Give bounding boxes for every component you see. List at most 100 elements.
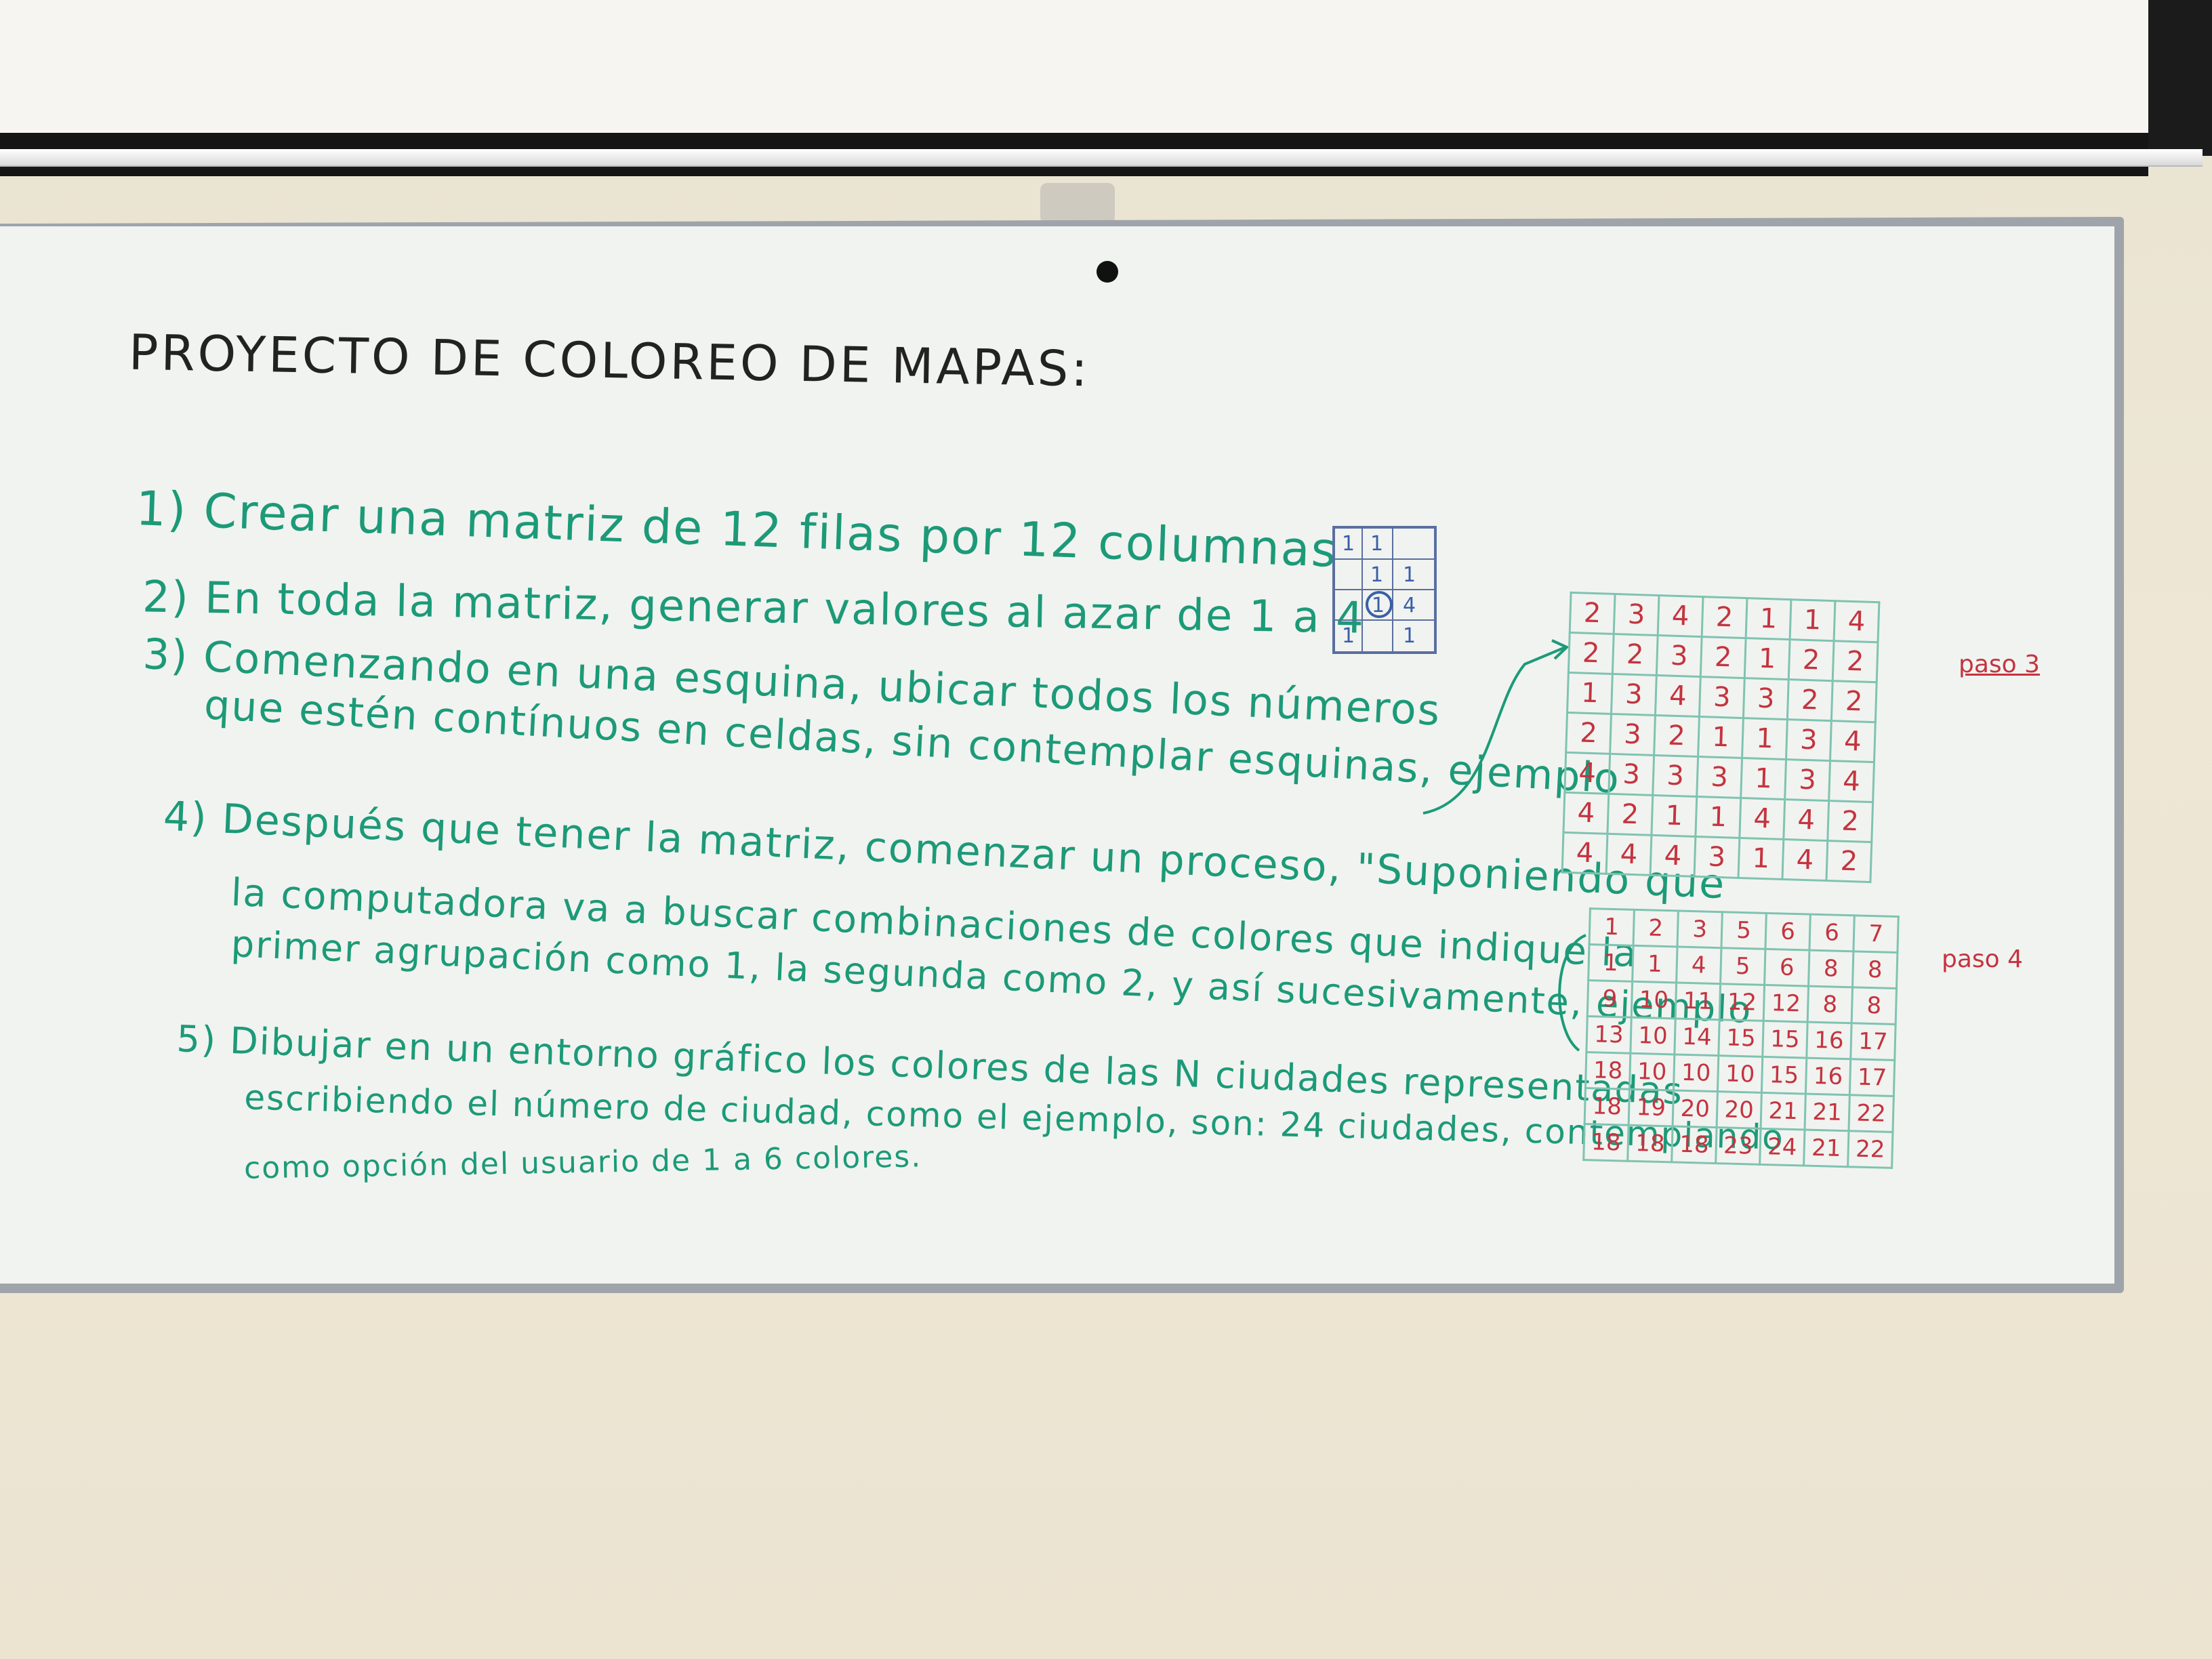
grid-cell: 2 — [1633, 909, 1679, 947]
grid-cell: 4 — [1830, 720, 1876, 762]
grid-cell: 2 — [1702, 596, 1747, 638]
grid-cell: 21 — [1804, 1094, 1850, 1131]
grid-cell: 14 — [1674, 1018, 1720, 1056]
grid-cell: 4 — [1783, 799, 1829, 841]
grid-cell: 3 — [1608, 754, 1654, 796]
grid-cell: 3 — [1611, 674, 1657, 716]
grid-cell: 2 — [1565, 712, 1612, 754]
grid-cell: 15 — [1762, 1021, 1808, 1059]
grid-cell: 3 — [1696, 756, 1742, 798]
grid-cell: 18 — [1583, 1124, 1629, 1162]
grid-cell: 4 — [1658, 595, 1704, 637]
projector-screen-housing — [0, 149, 2203, 167]
grid-cell: 8 — [1852, 951, 1898, 989]
grid-cell: 1 — [1744, 638, 1790, 680]
grid-cell: 8 — [1808, 950, 1853, 987]
grid-cell: 18 — [1627, 1125, 1673, 1162]
screen-pull-handle — [1040, 183, 1115, 224]
grid-cell: 2 — [1612, 634, 1658, 676]
sketch-value: 1 — [1370, 563, 1383, 587]
grid-cell: 10 — [1630, 1017, 1676, 1054]
grid-cell: 18 — [1671, 1126, 1717, 1164]
grid-cell: 3 — [1786, 719, 1832, 761]
grid-cell: 1 — [1632, 945, 1678, 983]
grid-cell: 17 — [1850, 1023, 1896, 1061]
grid-cell: 2 — [1787, 679, 1833, 721]
grid-cell: 3 — [1677, 911, 1723, 948]
grid-cell: 1 — [1740, 758, 1786, 800]
grid-cell: 7 — [1853, 915, 1899, 953]
grid-cell: 1 — [1567, 672, 1613, 714]
grid-cell: 2 — [1568, 632, 1614, 674]
grid-cell: 3 — [1699, 676, 1745, 718]
grid-cell: 6 — [1764, 949, 1809, 987]
grid-cell: 15 — [1718, 1019, 1764, 1057]
grid-cell: 1 — [1790, 599, 1835, 641]
grid-cell: 4 — [1676, 946, 1721, 984]
grid-cell: 21 — [1761, 1092, 1806, 1130]
arrow-to-paso3 — [1422, 639, 1570, 815]
bracket-to-paso4 — [1558, 934, 1586, 1052]
grid-cell: 11 — [1675, 982, 1721, 1020]
paso4-label: paso 4 — [1942, 945, 2024, 973]
sketch-value: 1 — [1342, 624, 1355, 648]
grid-cell: 18 — [1585, 1052, 1631, 1090]
grid-cell: 1 — [1588, 944, 1634, 982]
grid-cell: 2 — [1654, 715, 1700, 757]
grid-cell: 20 — [1717, 1091, 1762, 1129]
grid-cell: 1 — [1589, 908, 1635, 946]
grid-cell: 3 — [1610, 714, 1656, 756]
projector-screen-side — [2148, 0, 2212, 156]
grid-cell: 4 — [1782, 839, 1828, 881]
grid-cell: 5 — [1720, 947, 1765, 985]
grid-cell: 4 — [1562, 832, 1607, 874]
grid-cell: 2 — [1831, 680, 1877, 722]
grid-cell: 16 — [1805, 1058, 1851, 1095]
grid-cell: 4 — [1564, 752, 1610, 794]
grid-cell: 4 — [1828, 760, 1875, 802]
grid-cell: 10 — [1717, 1055, 1763, 1093]
magnet — [1097, 261, 1118, 283]
grid-cell: 17 — [1849, 1059, 1895, 1097]
grid-cell: 1 — [1651, 795, 1697, 837]
sketch-value: 1 — [1403, 563, 1416, 587]
grid-cell: 4 — [1739, 798, 1785, 840]
grid-cell: 4 — [1655, 675, 1701, 717]
grid-cell: 1 — [1695, 796, 1741, 838]
small-grid-sketch: 1 1 1 1 1 4 1 1 — [1332, 526, 1437, 654]
grid-cell: 3 — [1652, 755, 1698, 797]
grid-cell: 2 — [1827, 800, 1873, 842]
grid-cell: 10 — [1631, 981, 1677, 1019]
grid-cell: 3 — [1743, 678, 1789, 720]
grid-cell: 2 — [1700, 636, 1746, 678]
grid-cell: 18 — [1584, 1088, 1630, 1126]
grid-cell: 6 — [1765, 913, 1811, 951]
grid-cell: 20 — [1673, 1090, 1718, 1128]
grid-cell: 2 — [1788, 639, 1835, 681]
sketch-value: 4 — [1403, 594, 1416, 617]
grid-cell: 2 — [1832, 640, 1879, 682]
sketch-value: 1 — [1403, 624, 1416, 648]
grid-cell: 1 — [1742, 718, 1788, 760]
grid-cell: 2 — [1570, 592, 1616, 634]
grid-cell: 16 — [1806, 1022, 1852, 1059]
grid-cell: 2 — [1607, 794, 1653, 836]
grid-cell: 3 — [1694, 836, 1740, 878]
paso3-label: paso 3 — [1959, 651, 2041, 678]
grid-cell: 8 — [1851, 987, 1897, 1025]
grid-cell: 3 — [1784, 759, 1830, 801]
grid-cell: 4 — [1563, 792, 1609, 834]
grid-cell: 24 — [1759, 1128, 1805, 1166]
grid-cell: 4 — [1650, 835, 1696, 877]
grid-cell: 12 — [1719, 983, 1765, 1021]
grid-cell: 12 — [1763, 985, 1809, 1023]
grid-cell: 19 — [1629, 1089, 1674, 1126]
grid-cell: 21 — [1803, 1130, 1849, 1167]
grid-cell: 8 — [1807, 986, 1853, 1023]
grid-cell: 5 — [1721, 912, 1767, 949]
projector-screen — [0, 0, 2155, 136]
grid-cell: 22 — [1848, 1094, 1894, 1132]
